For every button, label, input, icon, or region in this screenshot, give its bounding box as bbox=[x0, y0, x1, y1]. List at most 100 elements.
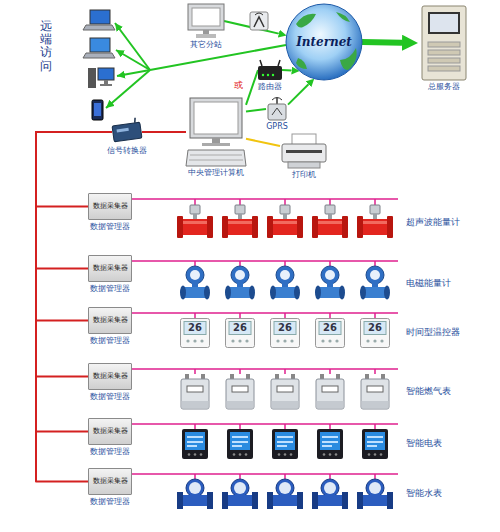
water-meter bbox=[357, 479, 393, 509]
ultrasonic-meter bbox=[177, 205, 393, 238]
icon-caption: GPRS bbox=[266, 122, 288, 132]
ultrasonic-meter bbox=[357, 205, 393, 238]
server-icon bbox=[428, 50, 460, 55]
meter-bus-wire bbox=[132, 261, 398, 266]
display-reading: 26 bbox=[188, 322, 202, 334]
icon-caption: 路由器 bbox=[258, 82, 282, 92]
water-meter bbox=[222, 479, 258, 509]
printer-icon bbox=[286, 150, 322, 153]
router-icon bbox=[260, 60, 262, 66]
station-computer-icon bbox=[196, 34, 216, 38]
thermostat bbox=[181, 319, 210, 348]
thermostat bbox=[271, 319, 300, 348]
computer-icon bbox=[186, 150, 246, 166]
gas-meter bbox=[181, 374, 389, 409]
water-meter bbox=[177, 479, 393, 509]
globe-icon bbox=[336, 12, 350, 22]
converter-icon bbox=[112, 122, 142, 142]
row-label: 智能电表 bbox=[406, 438, 442, 449]
icon-caption: 信号转换器 bbox=[107, 146, 147, 156]
box-label: 数据采集器 bbox=[93, 256, 128, 281]
icon-caption: 打印机 bbox=[292, 170, 316, 180]
printer-icon bbox=[282, 134, 326, 168]
electromagnetic-meter bbox=[270, 266, 300, 300]
gprs-icon bbox=[272, 98, 282, 101]
desktop-icon bbox=[104, 80, 108, 84]
meter-bus-wire bbox=[132, 424, 398, 429]
gas-meter bbox=[361, 374, 389, 409]
gprs-icon bbox=[268, 98, 286, 121]
box-label: 数据采集器 bbox=[93, 419, 128, 444]
printer-icon bbox=[282, 144, 326, 162]
box-caption: 数据管理器 bbox=[90, 284, 130, 294]
server-icon bbox=[428, 42, 460, 47]
display-reading: 26 bbox=[368, 322, 382, 334]
gas-meter bbox=[271, 374, 299, 409]
converter-icon bbox=[117, 128, 129, 133]
water-meter bbox=[312, 479, 348, 509]
electromagnetic-meter bbox=[360, 266, 390, 300]
electromagnetic-meter bbox=[180, 266, 390, 300]
desktop-icon bbox=[88, 68, 96, 88]
meter-bus-wire bbox=[132, 313, 398, 318]
station-computer-icon bbox=[188, 4, 224, 30]
computer-icon bbox=[186, 98, 246, 166]
water-meter bbox=[177, 479, 213, 509]
gas-meter bbox=[226, 374, 254, 409]
antenna-icon bbox=[250, 12, 268, 30]
box-label: 数据采集器 bbox=[93, 194, 128, 219]
antenna-icon bbox=[250, 12, 268, 30]
server-icon bbox=[430, 14, 458, 32]
computer-icon bbox=[212, 138, 220, 143]
server-icon bbox=[428, 12, 460, 34]
laptop-icon bbox=[83, 25, 115, 30]
station-computer-icon bbox=[192, 8, 220, 26]
globe-icon bbox=[296, 14, 316, 28]
connector-line bbox=[362, 39, 402, 46]
printer-node: 打印机 bbox=[280, 134, 328, 168]
router-icon bbox=[262, 74, 264, 76]
remote-access-lines bbox=[116, 50, 150, 70]
laptop-icon bbox=[83, 38, 115, 58]
router-icon bbox=[258, 66, 282, 80]
display-reading: 26 bbox=[323, 322, 337, 334]
thermostat bbox=[181, 319, 390, 348]
station-node: 其它分站 bbox=[188, 4, 224, 38]
desktop-icon bbox=[88, 68, 114, 88]
collector-box: 数据采集器数据管理器 bbox=[88, 255, 132, 282]
station-computer-icon bbox=[203, 30, 209, 34]
globe-icon bbox=[286, 4, 362, 80]
connector-line bbox=[246, 109, 266, 112]
electric-meter bbox=[182, 429, 208, 459]
electromagnetic-meter bbox=[315, 266, 345, 300]
icon-caption: 总服务器 bbox=[428, 82, 460, 92]
box-label: 数据采集器 bbox=[93, 308, 128, 333]
internet-node: Internet bbox=[286, 4, 362, 80]
electric-meter bbox=[317, 429, 343, 459]
laptop-icon bbox=[83, 10, 115, 30]
water-meter bbox=[267, 479, 303, 509]
ultrasonic-meter bbox=[222, 205, 258, 238]
meter-bus-wire bbox=[132, 474, 398, 479]
router-node: 路由器 bbox=[258, 60, 282, 80]
globe-icon bbox=[340, 48, 357, 70]
box-caption: 数据管理器 bbox=[90, 222, 130, 232]
computer-icon bbox=[202, 143, 230, 146]
thermostat bbox=[316, 319, 345, 348]
computer-icon bbox=[194, 102, 238, 134]
laptop-icon bbox=[83, 53, 115, 58]
gprs-icon bbox=[268, 104, 286, 120]
globe-label: Internet bbox=[296, 4, 352, 80]
electric-meter bbox=[182, 429, 388, 459]
box-caption: 数据管理器 bbox=[90, 336, 130, 346]
station-computer-icon bbox=[188, 4, 224, 38]
row-label: 超声波能量计 bbox=[406, 217, 460, 228]
gprs-icon bbox=[276, 98, 278, 104]
antenna-icon bbox=[254, 17, 264, 27]
display-reading: 26 bbox=[278, 322, 292, 334]
server-icon bbox=[422, 6, 466, 80]
icon-caption: 其它分站 bbox=[190, 40, 222, 50]
router-icon bbox=[272, 74, 274, 76]
router-icon bbox=[267, 74, 269, 76]
